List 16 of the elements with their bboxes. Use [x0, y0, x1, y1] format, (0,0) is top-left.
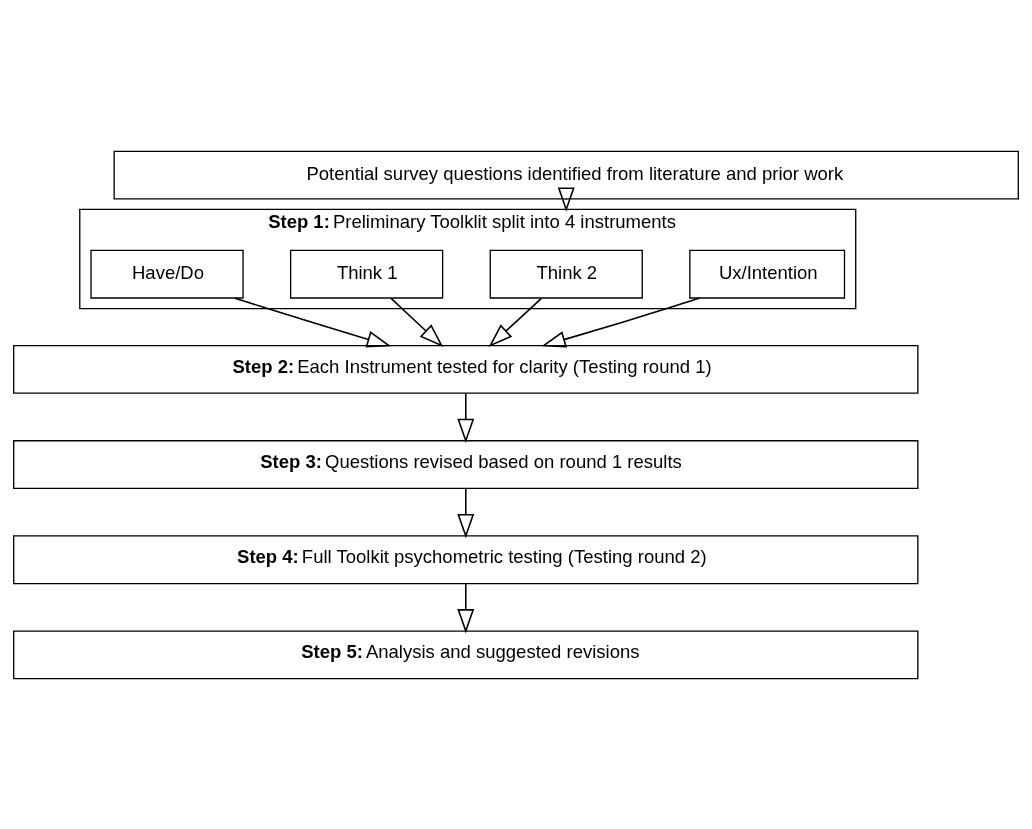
node-box: Ux/Intention: [689, 249, 846, 299]
node-box: Step 2: Each Instrument tested for clarity (Testing round 1): [13, 344, 919, 394]
node-box: Step 5: Analysis and suggested revisions: [13, 629, 919, 679]
arrow: [457, 582, 475, 633]
arrow: [457, 392, 475, 443]
arrow: [488, 297, 543, 347]
node-box: Have/Do: [90, 249, 244, 299]
arrow: [234, 296, 392, 347]
arrow: [541, 296, 701, 348]
arrow: [557, 187, 575, 212]
node-box: Step 4: Full Toolkit psychometric testing (Testing round 2): [13, 534, 919, 584]
node-box: Think 1: [289, 249, 444, 299]
node-box: Step 3: Questions revised based on round 1 results: [13, 439, 919, 489]
node-box: Think 2: [489, 249, 643, 299]
arrow: [390, 297, 444, 347]
arrow: [457, 487, 475, 538]
